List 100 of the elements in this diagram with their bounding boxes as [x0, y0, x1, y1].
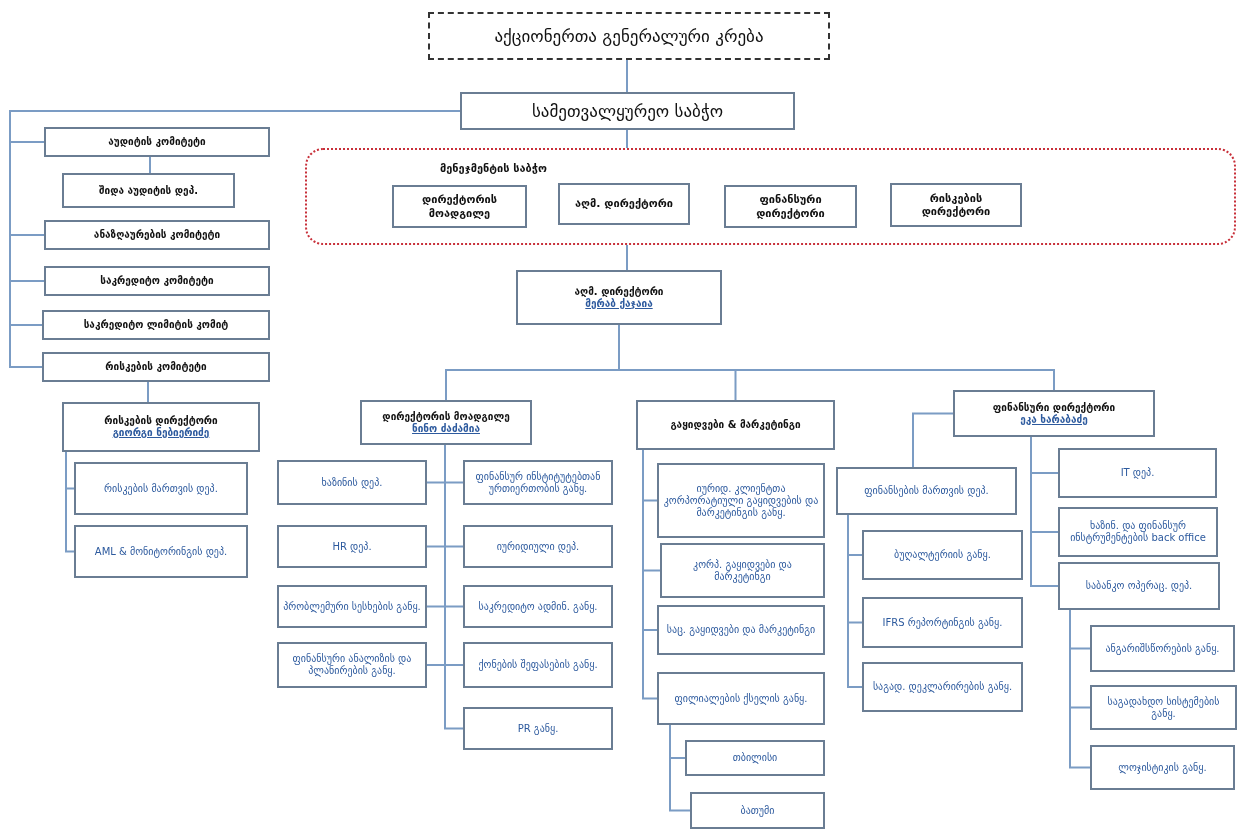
- unit-title: ბუღალტერიის განყ.: [894, 549, 991, 561]
- department-box: [463, 525, 613, 568]
- person-name: ეკა ხარაბაძე: [1020, 413, 1088, 426]
- unit-title: ანგარიშსწორების განყ.: [1105, 642, 1220, 655]
- department-box: [657, 605, 825, 655]
- management-box: [636, 400, 835, 450]
- person-name: ნინო ძაძამია: [412, 422, 480, 435]
- management-box: [62, 402, 260, 452]
- unit-title: ლოჯისტიკის განყ.: [1118, 761, 1207, 774]
- management-box: [44, 266, 270, 296]
- department-box: [463, 460, 613, 505]
- management-box: [890, 183, 1022, 227]
- assembly-box: [428, 12, 830, 60]
- unit-title: ქონების შეფასების განყ.: [478, 659, 598, 671]
- unit-title: საბანკო ოპერაც. დეპ.: [1085, 580, 1193, 592]
- connector-line: [65, 451, 75, 553]
- unit-title: რისკების კომიტეტი: [105, 361, 207, 373]
- unit-title: HR დეპ.: [332, 540, 372, 553]
- unit-title: IT დეპ.: [1120, 467, 1155, 479]
- connector-line: [626, 244, 628, 271]
- board-group-frame: [305, 148, 1236, 245]
- unit-title: ფინანსური დირექტორი: [755, 193, 826, 220]
- unit-title: შიდა აუდიტის დეპ.: [99, 184, 198, 197]
- unit-title: ფილიალების ქსელის განყ.: [674, 692, 808, 705]
- connector-line: [669, 724, 691, 812]
- connector-line: [147, 381, 149, 403]
- unit-title: რისკების დირექტორი: [920, 191, 992, 219]
- unit-title: აუდიტის კომიტეტი: [108, 136, 206, 148]
- unit-title: რისკების დირექტორი: [104, 415, 218, 427]
- group-title: მენეჯმენტის საბჭო: [440, 162, 547, 176]
- department-box: [862, 662, 1023, 712]
- connector-line: [847, 514, 863, 688]
- unit-title: საკრედიტო ადმინ. განყ.: [478, 600, 598, 613]
- department-box: [660, 543, 825, 598]
- unit-title: საგად. დეკლარირების განყ.: [872, 681, 1013, 693]
- unit-title: აღმ. დირექტორი: [575, 197, 673, 211]
- unit-title: გაყიდვები & მარკეტინგი: [670, 419, 801, 431]
- unit-title: პრობლემური სესხების განყ.: [283, 600, 421, 613]
- unit-title: ფინანსების მართვის დეპ.: [864, 485, 989, 497]
- unit-title: ბათუმი: [740, 804, 775, 817]
- department-box: [277, 525, 427, 568]
- unit-title: აღმ. დირექტორი: [574, 285, 664, 298]
- unit-title: იურიდიული დეპ.: [496, 540, 580, 553]
- management-box: [558, 183, 690, 225]
- unit-title: საც. გაყიდვები და მარკეტინგი: [666, 624, 816, 636]
- department-box: [463, 707, 613, 750]
- department-box: [463, 642, 613, 688]
- unit-title: ხაზინის დეპ.: [321, 476, 383, 489]
- unit-title: დირექტორის მოადგილე: [421, 193, 498, 220]
- department-box: [836, 467, 1017, 515]
- unit-title: ანაზღაურების კომიტეტი: [93, 229, 221, 241]
- unit-title: საკრედიტო ლიმიტის კომიტ: [83, 319, 229, 331]
- connector-line: [1030, 436, 1059, 587]
- management-box: [44, 127, 270, 157]
- management-box: [392, 185, 527, 228]
- management-box: [516, 270, 722, 325]
- unit-title: რისკების მართვის დეპ.: [104, 482, 218, 495]
- unit-title: კორპ. გაყიდვები და მარკეტინგი: [692, 558, 793, 583]
- department-box: [1090, 685, 1237, 730]
- connector-line: [912, 412, 954, 468]
- unit-title: AML & მონიტორინგის დეპ.: [94, 545, 228, 558]
- department-box: [862, 597, 1023, 648]
- management-box: [44, 220, 270, 250]
- department-box: [1058, 562, 1220, 610]
- unit-title: IFRS რეპორტინგის განყ.: [882, 616, 1003, 629]
- unit-title: დირექტორის მოადგილე: [382, 410, 510, 423]
- unit-title: ფინანსური დირექტორი: [992, 401, 1116, 414]
- unit-title: საგადახდო სისტემების განყ.: [1106, 695, 1221, 720]
- unit-title: PR განყ.: [517, 722, 559, 735]
- connector-line: [149, 156, 151, 174]
- connector-line: [626, 59, 628, 93]
- department-box: [463, 585, 613, 628]
- department-box: [685, 740, 825, 776]
- department-box: [1058, 448, 1217, 498]
- connector-line: [642, 449, 658, 700]
- unit-title: საკრედიტო კომიტეტი: [100, 275, 214, 287]
- department-box: [74, 462, 248, 515]
- department-box: [277, 460, 427, 505]
- person-name: მერაბ ქაჯაია: [585, 297, 653, 310]
- management-box: [42, 310, 270, 340]
- person-name: გიორგი ნებიერიძე: [112, 427, 210, 439]
- management-box: [724, 185, 857, 228]
- management-box: [460, 92, 795, 130]
- unit-title: თბილისი: [732, 752, 778, 764]
- department-box: [1090, 745, 1235, 790]
- department-box: [862, 530, 1023, 580]
- unit-title: სამეთვალყურეო საბჭო: [531, 100, 724, 122]
- unit-title: ფინანსურ ინსტიტუტებთან ურთიერთობის განყ.: [474, 470, 602, 495]
- department-box: [1090, 625, 1235, 672]
- management-box: [360, 400, 532, 445]
- management-box: [62, 173, 235, 208]
- management-box: [42, 352, 270, 382]
- unit-title: აქციონერთა გენერალური კრება: [494, 25, 764, 47]
- department-box: [277, 642, 427, 688]
- department-box: [657, 463, 825, 538]
- connector-line: [626, 129, 628, 149]
- department-box: [690, 792, 825, 829]
- unit-title: იურიდ. კლიენტთა კორპორატიული გაყიდვების და მარკეტინგის განყ.: [662, 482, 820, 519]
- department-box: [277, 585, 427, 628]
- department-box: [74, 525, 248, 578]
